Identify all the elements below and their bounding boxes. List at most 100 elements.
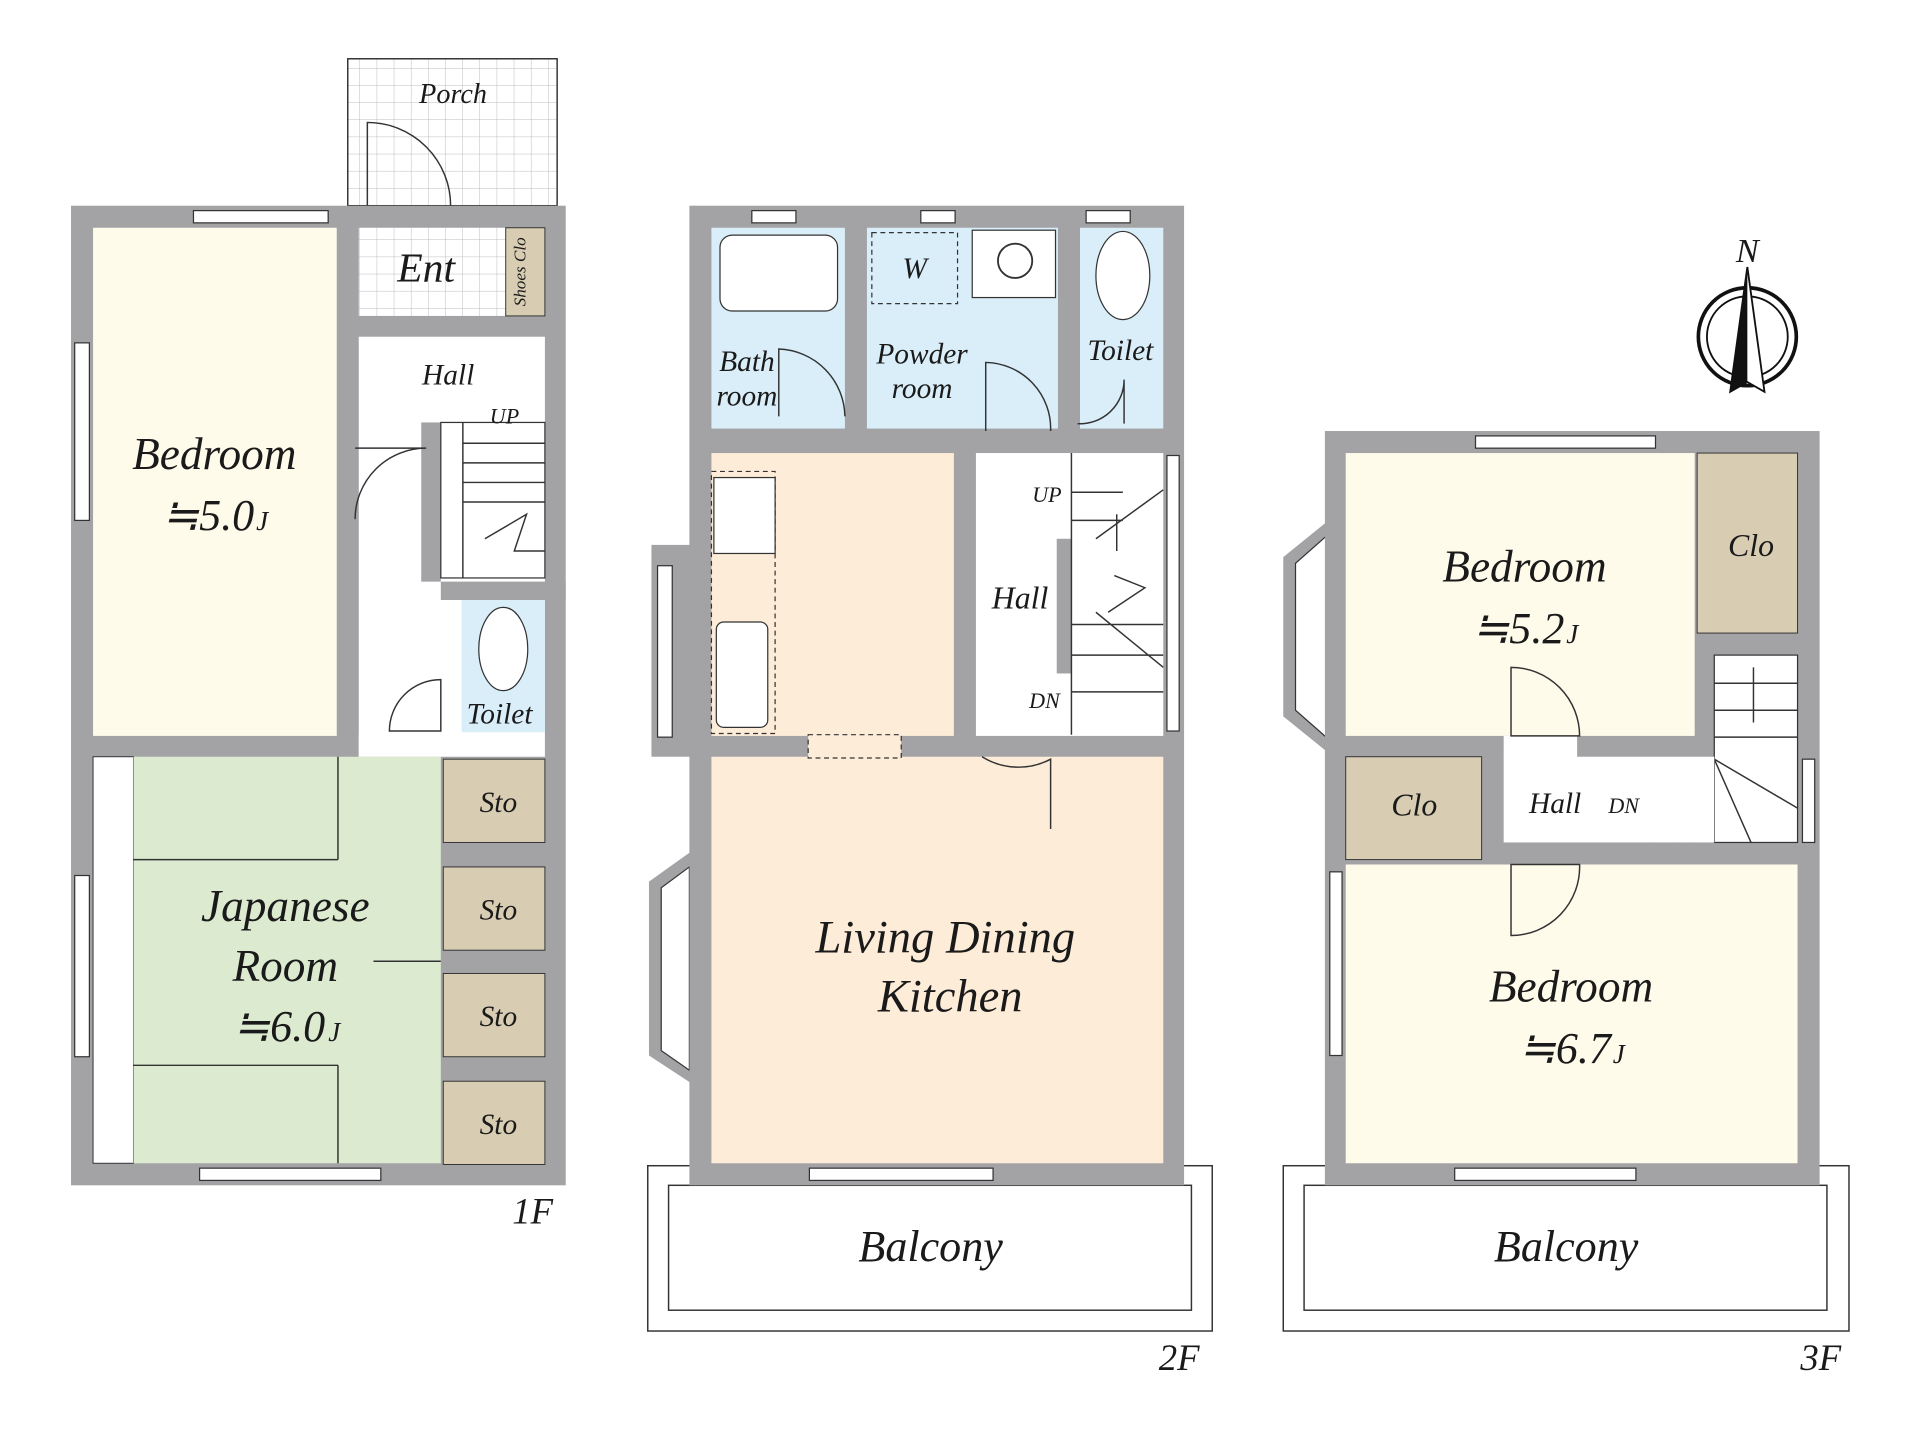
window-2f-bath	[751, 210, 797, 224]
powder-room-label-1: Powder	[875, 339, 968, 371]
stairs-3f	[1713, 654, 1799, 844]
closet-3f-a	[1696, 452, 1799, 634]
powder-room-label-2: room	[892, 373, 953, 405]
bathtub-icon	[719, 234, 839, 312]
japanese-room	[133, 756, 441, 1164]
stairs-1f	[440, 421, 546, 579]
toilet-bowl-icon	[478, 606, 529, 692]
entrance-label: Ent	[396, 246, 456, 292]
shoes-closet-label: Shoes Clo	[510, 237, 529, 306]
stairs-2f	[1070, 453, 1164, 735]
storage-3-label: Sto	[480, 1001, 518, 1033]
japanese-room-unit: J	[328, 1017, 341, 1047]
floor-3f-label: 3F	[1799, 1337, 1841, 1378]
washer-space	[871, 232, 959, 305]
entrance	[358, 227, 506, 316]
floor-3f: N Bedroom ≒5.2 J Clo Clo Hall DN Bedroom…	[1282, 232, 1850, 1378]
storage-2	[442, 866, 546, 951]
bathroom-label-1: Bath	[719, 346, 774, 378]
closet-3f-a-label: Clo	[1728, 528, 1774, 563]
compass-north-label: N	[1735, 232, 1761, 270]
bathroom-label-2: room	[716, 380, 777, 412]
kitchen-window	[656, 565, 673, 738]
bay-window-3f-glass	[1294, 534, 1327, 739]
bedroom-1f-name: Bedroom	[132, 429, 296, 479]
window-2f-toilet	[1085, 210, 1131, 224]
stairs-down-3f-label: DN	[1607, 793, 1640, 818]
hall-3f	[1503, 756, 1715, 843]
hall-3f-door-area	[1503, 735, 1578, 758]
tatami-lines	[133, 756, 441, 1164]
storage-3	[442, 972, 546, 1058]
japanese-room-alcove	[92, 756, 134, 1164]
ldk-label-1: Living Dining	[814, 913, 1075, 964]
hall-1f-label: Hall	[421, 359, 474, 391]
stove-icon	[713, 476, 776, 555]
bedroom-1f-area: ≒5.0	[162, 491, 254, 540]
hall-3f-label: Hall	[1528, 788, 1581, 820]
bedroom-3f-a-area: ≒5.2	[1472, 604, 1564, 653]
hall-1f-lower	[358, 734, 441, 757]
window-3f-stairs	[1801, 758, 1816, 844]
toilet-2f-label: Toilet	[1087, 335, 1154, 367]
balcony-2f-inner	[667, 1184, 1193, 1311]
washer-label: W	[902, 253, 929, 285]
doors-1f	[354, 121, 452, 732]
ldk-opening	[807, 734, 902, 759]
sink-icon	[997, 242, 1034, 279]
window-1f-top	[192, 210, 329, 224]
balcony-3f-inner	[1303, 1184, 1828, 1311]
storage-units	[442, 758, 546, 1165]
bay-window-2f-glass	[660, 865, 690, 1072]
storage-4	[442, 1080, 546, 1165]
japanese-room-area: ≒6.0	[233, 1002, 325, 1051]
closet-3f-b-label: Clo	[1391, 788, 1437, 823]
storage-2-label: Sto	[480, 895, 518, 927]
floor-1f-label: 1F	[512, 1190, 553, 1231]
doors-3f	[1510, 666, 1581, 937]
balcony-2f-label: Balcony	[858, 1222, 1003, 1271]
bedroom-3f-b	[1345, 864, 1798, 1164]
stair-rail-2f	[1056, 538, 1072, 674]
porch-label: Porch	[418, 79, 487, 110]
window-2f-powder	[920, 210, 956, 224]
bedroom-3f-b-area: ≒6.7	[1519, 1024, 1613, 1073]
ldk	[711, 756, 1164, 1164]
window-3f-left	[1329, 871, 1343, 1057]
window-2f-bottom	[808, 1167, 994, 1182]
bedroom-3f-b-name: Bedroom	[1489, 962, 1653, 1012]
stairs-down-2f-label: DN	[1028, 688, 1061, 713]
toilet-1f-label: Toilet	[467, 699, 534, 731]
stairs-up-1f-label: UP	[490, 404, 519, 429]
floor-2f: Bath room W Powder room Toilet UP Hall D…	[647, 205, 1213, 1378]
bedroom-3f-b-unit: J	[1613, 1039, 1626, 1069]
stair-treads-1f	[462, 422, 545, 578]
japanese-room-name-1: Japanese	[201, 881, 370, 931]
hall-2f-label: Hall	[991, 581, 1049, 616]
bedroom-1f-unit: J	[256, 506, 269, 536]
sink-counter	[971, 229, 1057, 299]
window-1f-bottom	[198, 1167, 382, 1182]
porch	[347, 58, 558, 207]
stairs-up-2f-label: UP	[1032, 482, 1061, 507]
bedroom-3f-a-unit: J	[1566, 619, 1579, 649]
window-1f-left2	[74, 874, 90, 1058]
doors-2f	[778, 348, 1125, 829]
japanese-room-name-2: Room	[231, 941, 338, 991]
storage-1-label: Sto	[480, 787, 518, 819]
storage-1	[442, 758, 546, 843]
floor-1f: Porch Ent Shoes Clo Hall UP Bedroom ≒5.0…	[71, 58, 566, 1231]
toilet-wall	[440, 581, 566, 600]
window-2f-hall	[1166, 454, 1180, 732]
balcony-3f-label: Balcony	[1494, 1222, 1639, 1271]
stair-wall	[421, 422, 441, 582]
compass: N	[1696, 232, 1799, 394]
bedroom-3f-a-name: Bedroom	[1442, 542, 1606, 592]
kitchen-sink-icon	[715, 621, 769, 728]
shoes-closet	[505, 227, 546, 317]
toilet-2f-bowl-icon	[1095, 230, 1151, 321]
closet-3f-b	[1345, 756, 1483, 861]
ldk-label-2: Kitchen	[877, 971, 1023, 1022]
window-3f-bottom	[1454, 1167, 1637, 1182]
